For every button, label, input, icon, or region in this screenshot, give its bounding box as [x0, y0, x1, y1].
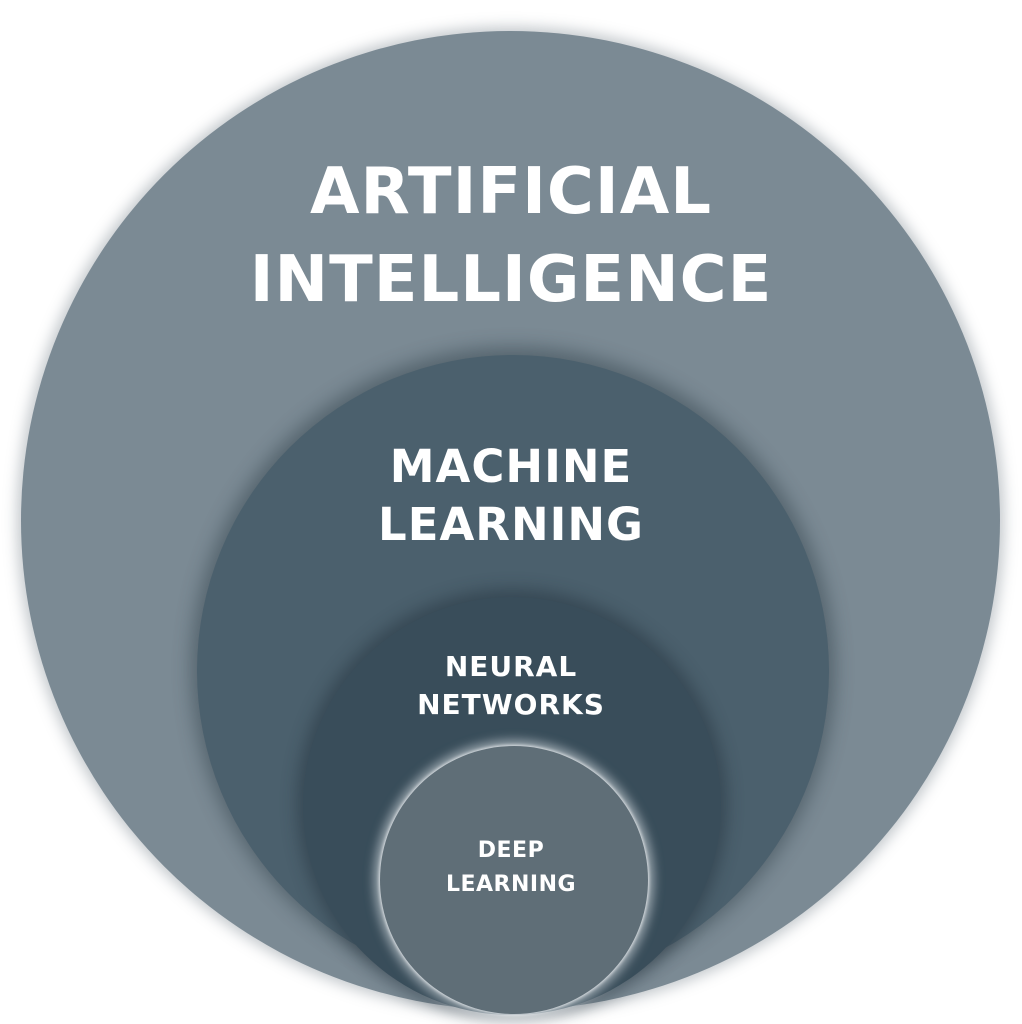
deep-learning-label-line-2: LEARNING: [445, 872, 577, 897]
artificial-intelligence-label-line-2: INTELLIGENCE: [249, 243, 773, 317]
artificial-intelligence-label: ARTIFICIAL INTELLIGENCE: [0, 148, 1022, 324]
machine-learning-label: MACHINE LEARNING: [0, 438, 1022, 554]
artificial-intelligence-label-line-1: ARTIFICIAL: [309, 155, 713, 229]
neural-networks-label: NEURAL NETWORKS: [0, 648, 1022, 724]
deep-learning-circle: [380, 746, 648, 1014]
deep-learning-label-line-1: DEEP: [477, 838, 545, 863]
neural-networks-label-line-2: NETWORKS: [417, 688, 605, 721]
machine-learning-label-line-1: MACHINE: [389, 440, 633, 493]
deep-learning-label: DEEP LEARNING: [0, 834, 1022, 902]
neural-networks-label-line-1: NEURAL: [444, 650, 578, 683]
machine-learning-label-line-2: LEARNING: [378, 498, 644, 551]
